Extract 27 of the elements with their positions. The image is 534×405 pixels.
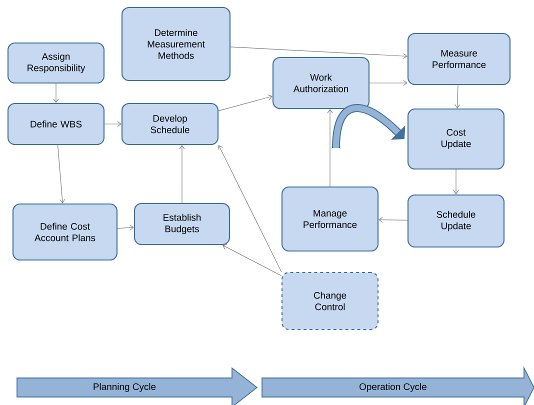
- arrow: [218, 94, 272, 112]
- arrow: [453, 169, 459, 194]
- curved-arrow: [332, 104, 406, 148]
- process-box: Work Authorization: [272, 56, 370, 110]
- arrow: [117, 224, 134, 230]
- process-box: Measure Performance: [407, 32, 511, 86]
- process-box: Cost Update: [407, 108, 505, 170]
- process-box: Establish Budgets: [134, 202, 230, 246]
- arrow: [53, 83, 59, 103]
- process-box: Determine Measurement Methods: [121, 6, 231, 82]
- process-box: Develop Schedule: [121, 102, 219, 146]
- process-box: Define WBS: [7, 102, 105, 146]
- arrow: [218, 145, 282, 272]
- arrow: [179, 145, 185, 204]
- process-box: Define Cost Account Plans: [12, 203, 118, 261]
- arrow: [222, 244, 282, 276]
- arrow: [378, 217, 408, 223]
- arrow: [327, 109, 333, 187]
- arrow: [454, 84, 460, 108]
- arrow: [104, 121, 122, 127]
- arrow: [230, 46, 408, 59]
- arrow: [57, 144, 66, 204]
- process-box: Manage Performance: [281, 186, 379, 252]
- process-box: Change Control: [281, 272, 379, 330]
- arrow: [369, 80, 408, 86]
- process-box: Schedule Update: [407, 194, 505, 248]
- process-box: Assign Responsibility: [7, 42, 105, 84]
